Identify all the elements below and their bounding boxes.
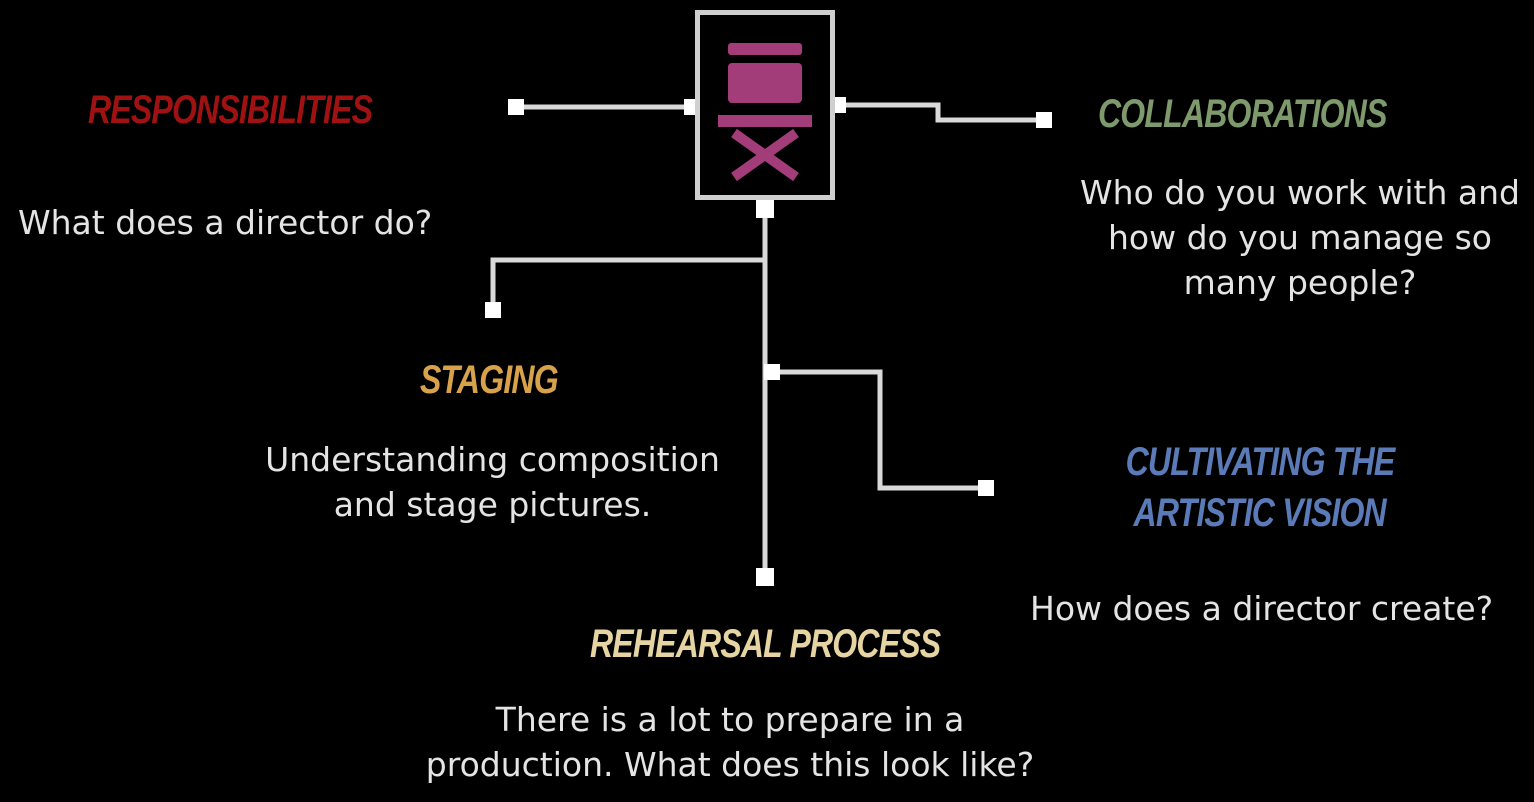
collaborations-title: COLLABORATIONS — [1098, 92, 1387, 136]
collaborations-description: Who do you work with and how do you mana… — [1070, 170, 1530, 305]
cultivating-title: CULTIVATING THE ARTISTIC VISION — [1060, 440, 1460, 536]
node-dot-staging — [485, 302, 501, 318]
collaborations-description-line: many people? — [1183, 263, 1417, 302]
connector-staging — [490, 257, 765, 310]
connector-cultivating — [765, 369, 986, 491]
rehearsal-description-line: production. What does this look like? — [425, 745, 1035, 784]
node-dot-hub-bottom — [756, 200, 774, 218]
collaborations-description-line: how do you manage so — [1108, 218, 1492, 257]
rehearsal-description-line: There is a lot to prepare in a — [495, 700, 965, 739]
chair-backrest — [728, 43, 802, 55]
staging-description-line: and stage pictures. — [333, 485, 652, 524]
staging-description-line: Understanding composition — [265, 440, 720, 479]
responsibilities-title: RESPONSIBILITIES — [88, 88, 373, 132]
node-dot-collaborations — [1036, 112, 1052, 128]
cultivating-description: How does a director create? — [1030, 589, 1494, 628]
cultivating-title-line: ARTISTIC VISION — [1133, 491, 1387, 535]
node-dot-junction — [764, 364, 780, 380]
director-chair-icon — [718, 43, 812, 182]
node-dot-cultivating — [978, 480, 994, 496]
node-dot-rehearsal — [756, 568, 774, 586]
collaborations-description-line: Who do you work with and — [1080, 173, 1520, 212]
chair-legs — [731, 128, 799, 182]
hub-frame — [695, 10, 835, 200]
responsibilities-description: What does a director do? — [18, 203, 433, 242]
chair-seat-back — [728, 63, 802, 103]
staging-title: STAGING — [420, 358, 559, 402]
chair-seat — [718, 115, 812, 127]
cultivating-title-line: CULTIVATING THE — [1125, 440, 1396, 484]
rehearsal-description: There is a lot to prepare in a productio… — [420, 697, 1040, 787]
node-dot-responsibilities — [508, 99, 524, 115]
staging-description: Understanding composition and stage pict… — [240, 437, 745, 527]
rehearsal-title: REHEARSAL PROCESS — [590, 622, 941, 666]
connector-collaborations — [835, 102, 1042, 123]
